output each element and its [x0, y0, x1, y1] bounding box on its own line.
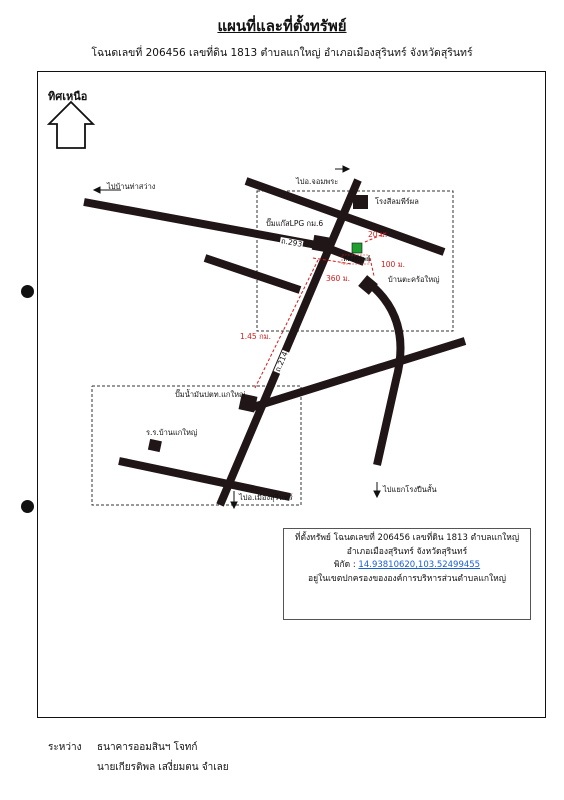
label-to-ao-chom-phra: ไปอ.จอมพระ [296, 177, 339, 186]
school-building [147, 438, 162, 453]
rong-si-building [353, 195, 368, 209]
distance-line-145km [254, 259, 319, 389]
label-distance-20m: 20 ม. [368, 230, 388, 239]
footer-between-label: ระหว่าง [48, 742, 82, 753]
ptt-station-building [238, 393, 258, 413]
label-school: ร.ร.บ้านแกใหญ่ [146, 428, 198, 437]
road-cross-east [248, 337, 467, 412]
north-label: ทิศเหนือ [48, 90, 88, 103]
coords-link[interactable]: 14.93810620,103.52499455 [358, 560, 481, 570]
property-marker [351, 242, 363, 254]
label-property: ที่ตั้งทรัพย์ [343, 255, 371, 263]
distance-line-20m [364, 231, 389, 243]
arrow-left-icon [92, 186, 101, 194]
road-south-west [118, 457, 291, 501]
binder-hole-top [21, 285, 34, 298]
label-ptt-station: ปั๊มน้ำมันปตท.แกใหญ่ [175, 390, 246, 399]
distance-line-360m [312, 257, 353, 265]
road-curve-to-krasang [368, 281, 405, 466]
ban-tako-building [358, 275, 378, 295]
label-to-mueang-surin: ไปอ.เมืองสุรินทร์ [239, 493, 293, 502]
info-line-4: อยู่ในเขตปกครองขององค์การบริหารส่วนตำบลแ… [307, 573, 506, 584]
footer-party-1: ธนาคารออมสินฯ โจทก์ [97, 742, 198, 753]
property-info-box: ที่ตั้งทรัพย์ โฉนดเลขที่ 206456 เลขที่ดิ… [283, 528, 531, 620]
arrow-down-icon [373, 490, 381, 499]
distance-line-100m [369, 257, 375, 277]
arrow-right-icon [342, 165, 351, 173]
label-lpg-station: ปั๊มแก๊สLPG กม.6 [266, 219, 324, 228]
label-rong-si: โรงสีลมพีร์ผล [375, 197, 419, 206]
label-ban-tako: บ้านตะคร้อใหญ่ [388, 275, 440, 284]
info-line-2: อำเภอเมืองสุรินทร์ จังหวัดสุรินทร์ [346, 546, 468, 557]
binder-hole-bottom [21, 500, 34, 513]
property-label-box [341, 254, 370, 265]
lpg-station-building [311, 234, 330, 253]
page-title: แผนที่และที่ตั้งทรัพย์ [217, 17, 347, 35]
label-distance-145km: 1.45 กม. [240, 332, 271, 341]
coords-label: พิกัด : [333, 560, 356, 570]
footer-party-2: นายเกียรติพล เสงี่ยมตน จำเลย [97, 762, 229, 773]
zone-box-south [91, 385, 302, 506]
info-coords: พิกัด : 14.93810620,103.52499455 [284, 561, 530, 570]
road-west-spur [203, 254, 302, 294]
label-to-ban-tha-sawang: ไปบ้านท่าสว่าง [107, 182, 156, 191]
road-214 [216, 178, 362, 507]
north-arrow-icon [46, 100, 96, 149]
label-distance-360m: 360 ม. [326, 274, 351, 283]
label-distance-100m: 100 ม. [381, 260, 406, 269]
map-frame [37, 71, 546, 718]
label-to-yaek-krasang: ไปแยกโรงปืนสั้น [383, 485, 437, 494]
page-subtitle: โฉนดเลขที่ 206456 เลขที่ดิน 1813 ตำบลแกใ… [91, 47, 473, 59]
arrow-down-icon [230, 501, 238, 510]
info-line-1: ที่ตั้งทรัพย์ โฉนดเลขที่ 206456 เลขที่ดิ… [294, 533, 520, 543]
